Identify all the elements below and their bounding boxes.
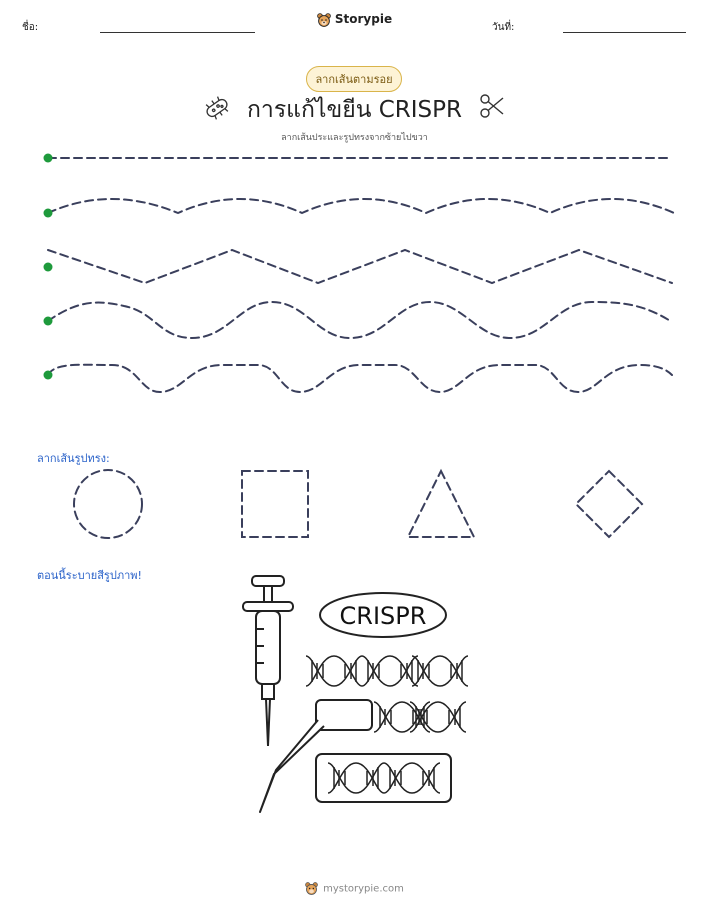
shapes-section-label: ลากเส้นรูปทรง: [37,452,110,465]
start-dot [43,153,53,163]
bear-face-icon [305,882,318,895]
start-dot [43,208,53,218]
activity-badge: ลากเส้นตามรอย [306,66,402,92]
footer: mystorypie.com [0,882,709,895]
coloring-picture[interactable]: CRISPR [240,574,470,814]
date-line[interactable] [563,32,686,33]
shape-circle[interactable] [73,469,143,539]
scissors-icon [478,92,506,120]
name-line[interactable] [100,32,255,33]
syringe-icon [242,575,294,747]
shape-square[interactable] [241,470,309,538]
shape-diamond[interactable] [574,469,644,539]
brand-name: Storypie [334,12,393,26]
tweezers-icon [259,699,373,813]
brand: Storypie [0,12,709,27]
footer-site[interactable]: mystorypie.com [323,883,404,895]
tracing-line-zigzag[interactable] [47,248,673,285]
dna-helix-icon [305,655,469,803]
start-dot [43,262,53,272]
tracing-shapes[interactable] [0,462,709,547]
tracing-line-bumpy-wave[interactable] [47,363,673,394]
bear-face-icon [317,12,331,27]
page-subtitle: ลากเส้นประและรูปทรงจากซ้ายไปขวา [281,133,428,143]
bacteria-icon [202,95,232,121]
tracing-line-gentle-wave[interactable] [47,198,675,215]
page-title: การแก้ไขยีน CRISPR [246,97,463,123]
tracing-lines[interactable] [0,140,709,395]
shape-triangle[interactable] [406,468,476,538]
tracing-line-wave[interactable] [47,300,673,340]
picture-crispr-text: CRISPR [340,602,427,630]
start-dot [43,370,53,380]
name-label: ชื่อ: [22,22,39,33]
date-label: วันที่: [492,22,515,33]
start-dot [43,316,53,326]
coloring-section-label: ตอนนี้ระบายสีรูปภาพ! [37,569,142,582]
